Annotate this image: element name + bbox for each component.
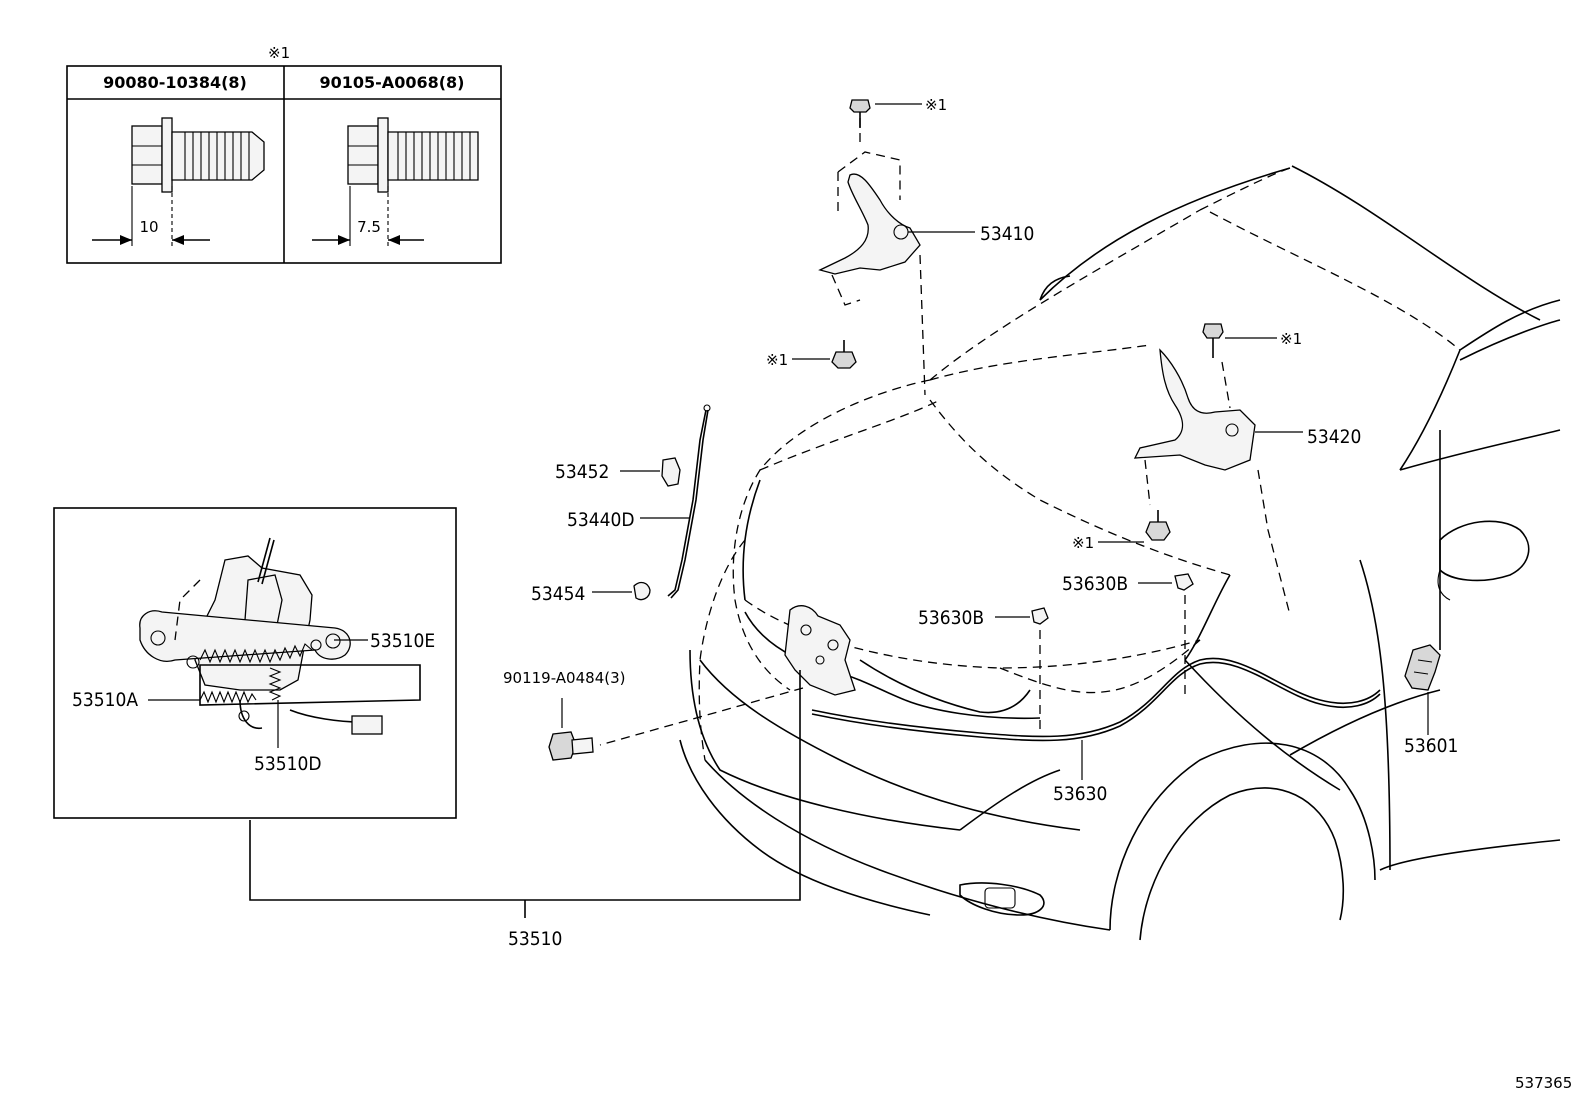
label-53440d: 53440D	[567, 509, 635, 531]
note-right-bottom-bolt: ※1	[1072, 534, 1094, 552]
label-53510d: 53510D	[254, 753, 322, 775]
bolt-90080-drawing: 10	[92, 117, 265, 246]
label-53452: 53452	[555, 461, 609, 483]
table-col1-dim: 10	[139, 218, 158, 236]
spring-53510a-drawing	[199, 690, 257, 704]
label-53420: 53420	[1307, 426, 1361, 448]
spring-53510e-drawing	[199, 643, 313, 664]
table-col1-header: 90080-10384(8)	[103, 73, 247, 92]
car-body-outline	[679, 165, 1561, 941]
hood-release-cable-53630	[811, 573, 1381, 780]
label-53454: 53454	[531, 583, 585, 605]
label-90119-a0484: 90119-A0484(3)	[503, 669, 625, 687]
label-53510a: 53510A	[72, 689, 138, 711]
hood-lock-detail-box	[53, 507, 801, 918]
hood-lock-assembly	[548, 605, 856, 761]
note-top-bolt: ※1	[925, 96, 947, 114]
hood-release-lever-53601	[1404, 644, 1441, 735]
table-note-mark: ※1	[268, 44, 290, 62]
note-right-top-bolt: ※1	[1280, 330, 1302, 348]
label-53410: 53410	[980, 223, 1034, 245]
spring-53510d-drawing	[268, 667, 282, 701]
table-col2-header: 90105-A0068(8)	[320, 73, 465, 92]
label-53510e: 53510E	[370, 630, 435, 652]
label-53630: 53630	[1053, 783, 1107, 805]
part-labels: 53410 53420 53452 53440D 53454 90119-A04…	[72, 96, 1572, 1092]
label-53510: 53510	[508, 928, 562, 950]
label-53601: 53601	[1404, 735, 1458, 757]
note-left-bolt: ※1	[766, 351, 788, 369]
hood-hinge-right-53420	[1098, 323, 1303, 616]
table-col2-dim: 7.5	[357, 218, 381, 236]
label-53630b-right: 53630B	[1062, 573, 1128, 595]
hood-support-rod-53440d	[592, 404, 711, 601]
label-53630b-left: 53630B	[918, 607, 984, 629]
bolt-90105-drawing: 7.5	[312, 117, 479, 246]
hood-hinge-left-53410	[792, 99, 975, 396]
bolt-spec-table: ※1 90080-10384(8) 90105-A0068(8)	[66, 44, 502, 264]
diagram-id: 537365	[1515, 1074, 1572, 1092]
